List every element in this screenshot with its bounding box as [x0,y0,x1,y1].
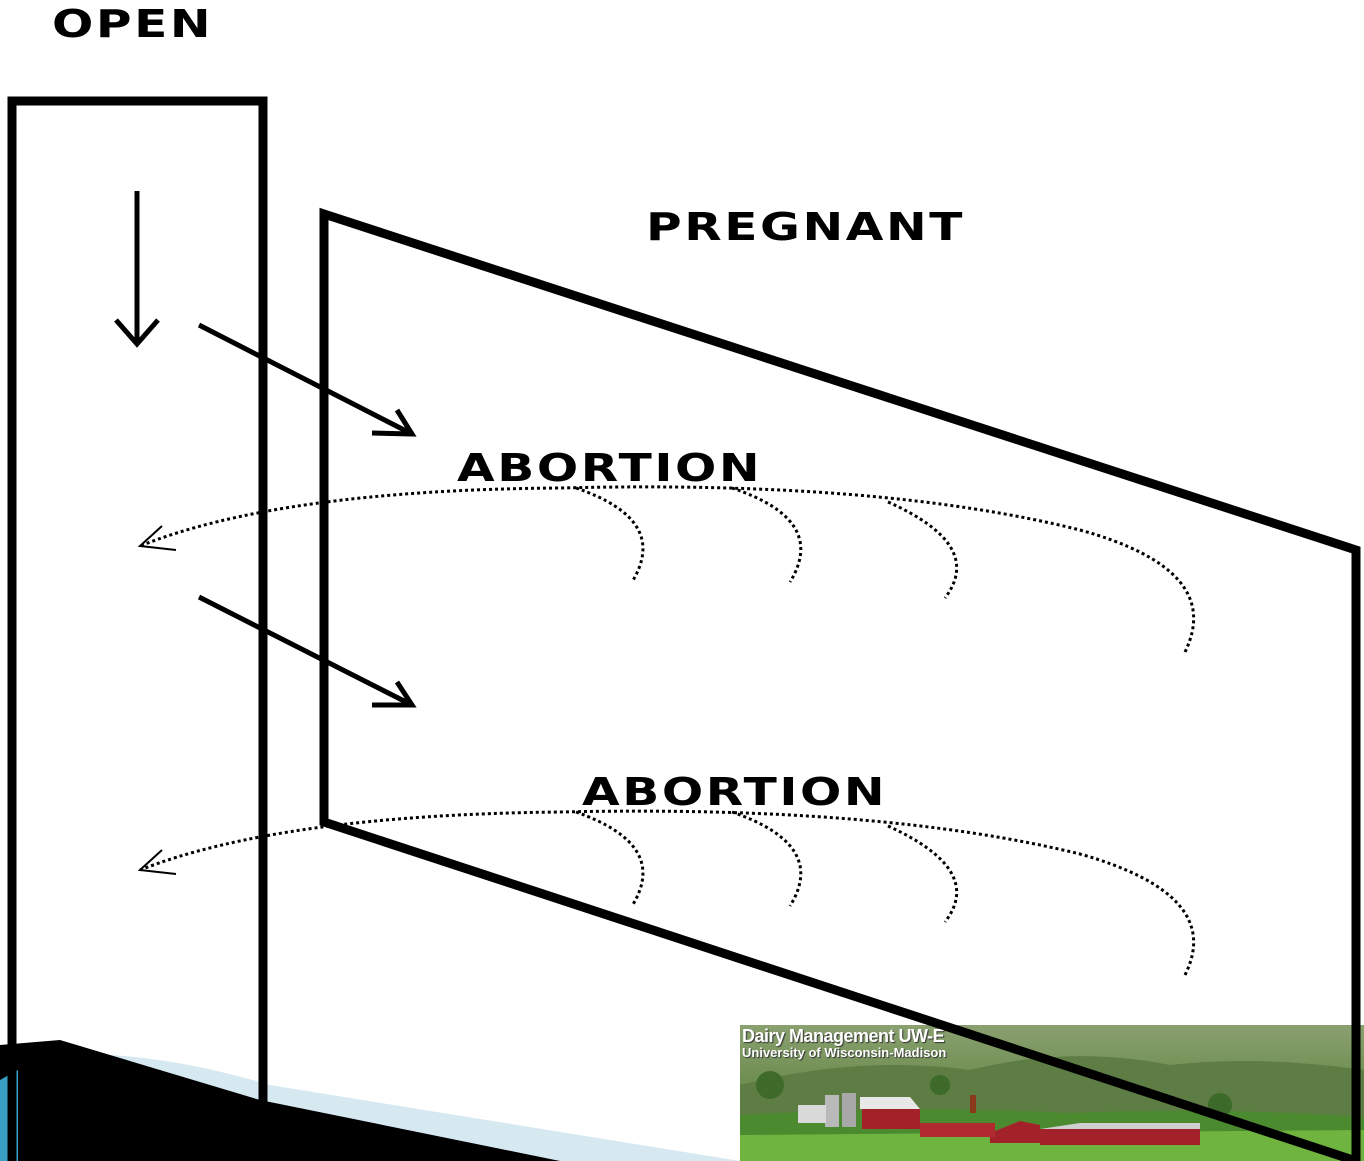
abortion-label-2: ABORTION [582,770,887,814]
open-label: OPEN [52,2,213,46]
down-arrow [116,191,158,344]
pregnant-label: PREGNANT [646,205,965,249]
pregnant-state-box [324,214,1356,1161]
abortion-flow-1 [140,487,1194,652]
abortion-flow-2 [140,811,1194,975]
conception-arrow-2 [199,597,412,705]
conception-arrow-1 [199,325,412,434]
abortion-label-1: ABORTION [457,446,762,490]
